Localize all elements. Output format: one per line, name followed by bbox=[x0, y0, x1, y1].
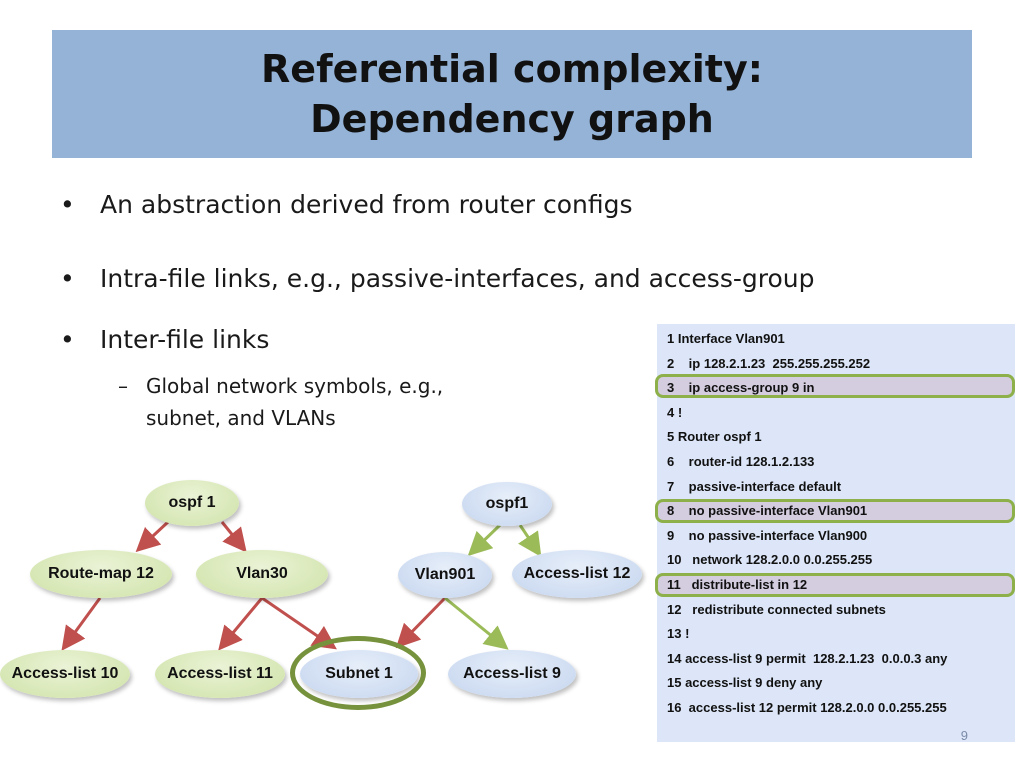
node-access-list-11: Access-list 11 bbox=[155, 650, 285, 698]
bullet-dot-icon: • bbox=[60, 325, 75, 354]
config-line-1: 1 Interface Vlan901 bbox=[667, 331, 785, 346]
config-line-12: 12 redistribute connected subnets bbox=[667, 601, 886, 617]
node-route-map-12: Route-map 12 bbox=[30, 550, 172, 598]
node-vlan901: Vlan901 bbox=[398, 552, 492, 598]
config-line-8: 8 no passive-interface Vlan901 bbox=[667, 503, 868, 519]
edge-ospf1r-accesslist12 bbox=[518, 524, 542, 557]
node-access-list-12: Access-list 12 bbox=[512, 550, 642, 598]
node-ospf1: ospf1 bbox=[462, 482, 552, 526]
node-ospf-1: ospf 1 bbox=[145, 480, 239, 526]
config-line-7: 7 passive-interface default bbox=[667, 478, 842, 494]
bullet-1-text: An abstraction derived from router confi… bbox=[100, 190, 633, 219]
config-line-11: 11 distribute-list in 12 bbox=[667, 577, 808, 592]
node-access-list-9: Access-list 9 bbox=[448, 650, 576, 698]
config-line-10: 10 network 128.2.0.0 0.0.255.255 bbox=[667, 552, 873, 568]
bullet-3-text: Inter-file links bbox=[100, 325, 270, 354]
title-band: Referential complexity: Dependency graph bbox=[52, 30, 972, 158]
slide-title-line-2: Dependency graph bbox=[310, 97, 714, 141]
config-line-4: 4 ! bbox=[667, 404, 683, 420]
edge-ospf1r-vlan901 bbox=[467, 523, 502, 557]
bullet-2-text: Intra-file links, e.g., passive-interfac… bbox=[100, 264, 815, 293]
node-vlan30: Vlan30 bbox=[196, 550, 328, 598]
bullet-dot-icon: • bbox=[60, 190, 75, 219]
config-highlight-line-11 bbox=[655, 573, 1015, 597]
node-access-list-10: Access-list 10 bbox=[0, 650, 130, 698]
config-line-14: 14 access-list 9 permit 128.2.1.23 0.0.0… bbox=[667, 650, 948, 666]
sub-bullet-line-2: subnet, and VLANs bbox=[146, 406, 336, 430]
edge-ospf1-vlan30 bbox=[220, 521, 247, 553]
edge-vlan30-accesslist11 bbox=[218, 597, 264, 651]
edge-ospf1-routemap12 bbox=[135, 520, 170, 553]
config-line-5: 5 Router ospf 1 bbox=[667, 429, 762, 445]
edge-vlan30-subnet1 bbox=[261, 596, 337, 650]
edge-vlan901-accesslist9 bbox=[444, 596, 509, 650]
config-line-15: 15 access-list 9 deny any bbox=[667, 675, 823, 691]
config-line-3: 3 ip access-group 9 in bbox=[667, 380, 815, 396]
config-line-9: 9 no passive-interface Vlan900 bbox=[667, 527, 868, 543]
config-line-16: 16 access-list 12 permit 128.2.0.0 0.0.2… bbox=[667, 700, 947, 715]
sub-bullet-line-1: Global network symbols, e.g., bbox=[146, 374, 444, 398]
slide-title-line-1: Referential complexity: bbox=[261, 47, 763, 91]
sub-bullet-dash-icon: – bbox=[118, 374, 128, 398]
page-number: 9 bbox=[960, 728, 968, 743]
subnet-1-highlight-ring bbox=[290, 636, 426, 710]
sub-bullet-text: Global network symbols, e.g., subnet, and… bbox=[146, 370, 443, 434]
config-highlight-line-8 bbox=[655, 499, 1015, 523]
config-highlight-line-3 bbox=[655, 374, 1015, 398]
bullet-dot-icon: • bbox=[60, 264, 75, 293]
config-line-2: 2 ip 128.2.1.23 255.255.255.252 bbox=[667, 355, 871, 371]
config-line-13: 13 ! bbox=[667, 626, 690, 642]
edge-vlan901-subnet1 bbox=[395, 596, 447, 649]
config-line-6: 6 router-id 128.1.2.133 bbox=[667, 454, 815, 469]
edge-routemap12-accesslist10 bbox=[61, 597, 102, 651]
